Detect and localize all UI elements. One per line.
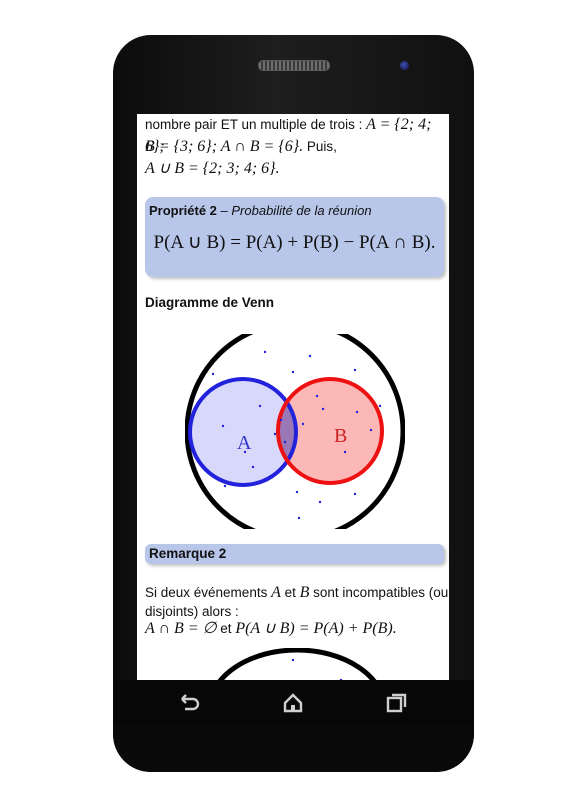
union-formula-disjoint: P(A ∪ B) = P(A) + P(B).: [235, 620, 397, 637]
outcome-dots: [211, 350, 382, 520]
math-b: B: [299, 584, 310, 601]
set-b-label: B: [334, 425, 347, 447]
set-b-intersection: B = {3; 6}; A ∩ B = {6}.: [145, 138, 304, 155]
set-b-fill: [278, 379, 382, 483]
property-separator: –: [216, 203, 232, 218]
home-icon[interactable]: [280, 690, 306, 716]
disjoint-formula: A ∩ B = ∅: [145, 620, 217, 637]
venn-diagram: A B: [185, 334, 405, 529]
property-title: Propriété 2 – Probabilité de la réunion: [149, 203, 372, 218]
property-subtitle: Probabilité de la réunion: [231, 203, 372, 218]
remark-line-2: disjoints) alors :: [145, 601, 239, 623]
set-a: A = {2; 4; 6};: [145, 116, 432, 155]
property-formula: P(A ∪ B) = P(A) + P(B) − P(A ∩ B).: [153, 232, 436, 253]
set-b-circle: [276, 377, 384, 485]
remark-line-1: Si deux événements A et B sont incompati…: [145, 582, 448, 604]
remark-line-3: A ∩ B = ∅ et P(A ∪ B) = P(A) + P(B).: [145, 618, 397, 640]
recent-apps-icon[interactable]: [384, 690, 410, 716]
set-a-circle: [188, 377, 298, 487]
venn-diagram-2-partial: [217, 648, 377, 680]
remark-text-et: et: [280, 585, 300, 600]
back-arrow-icon[interactable]: [176, 690, 202, 716]
remark-text-3: disjoints) alors :: [145, 604, 239, 619]
intro-text: nombre pair ET un multiple de trois :: [145, 117, 367, 132]
math-a: A: [271, 584, 281, 601]
remark-label: Remarque 2: [149, 546, 227, 561]
property-box: Propriété 2 – Probabilité de la réunion …: [145, 197, 444, 277]
remark-text-2: sont incompatibles (ou: [309, 585, 449, 600]
set-union: A ∪ B = {2; 3; 4; 6}.: [145, 160, 280, 177]
set-a-label: A: [237, 432, 252, 454]
remark-text: Si deux événements: [145, 585, 272, 600]
remark-text-et-2: et: [216, 621, 236, 636]
property-label: Propriété 2: [149, 203, 217, 218]
intro-line-1: nombre pair ET un multiple de trois : A …: [145, 114, 449, 158]
front-camera: [400, 61, 409, 70]
screen[interactable]: nombre pair ET un multiple de trois : A …: [137, 114, 449, 680]
speaker-grille: [258, 60, 330, 71]
set-a-fill: [190, 379, 296, 485]
remark-box: Remarque 2: [145, 544, 444, 564]
intro-text-puis: Puis,: [303, 139, 337, 154]
venn-heading: Diagramme de Venn: [145, 295, 275, 310]
intro-line-2: B = {3; 6}; A ∩ B = {6}. Puis,: [145, 136, 337, 158]
intro-line-3: A ∪ B = {2; 3; 4; 6}.: [145, 158, 280, 180]
navigation-bar: [113, 680, 474, 725]
